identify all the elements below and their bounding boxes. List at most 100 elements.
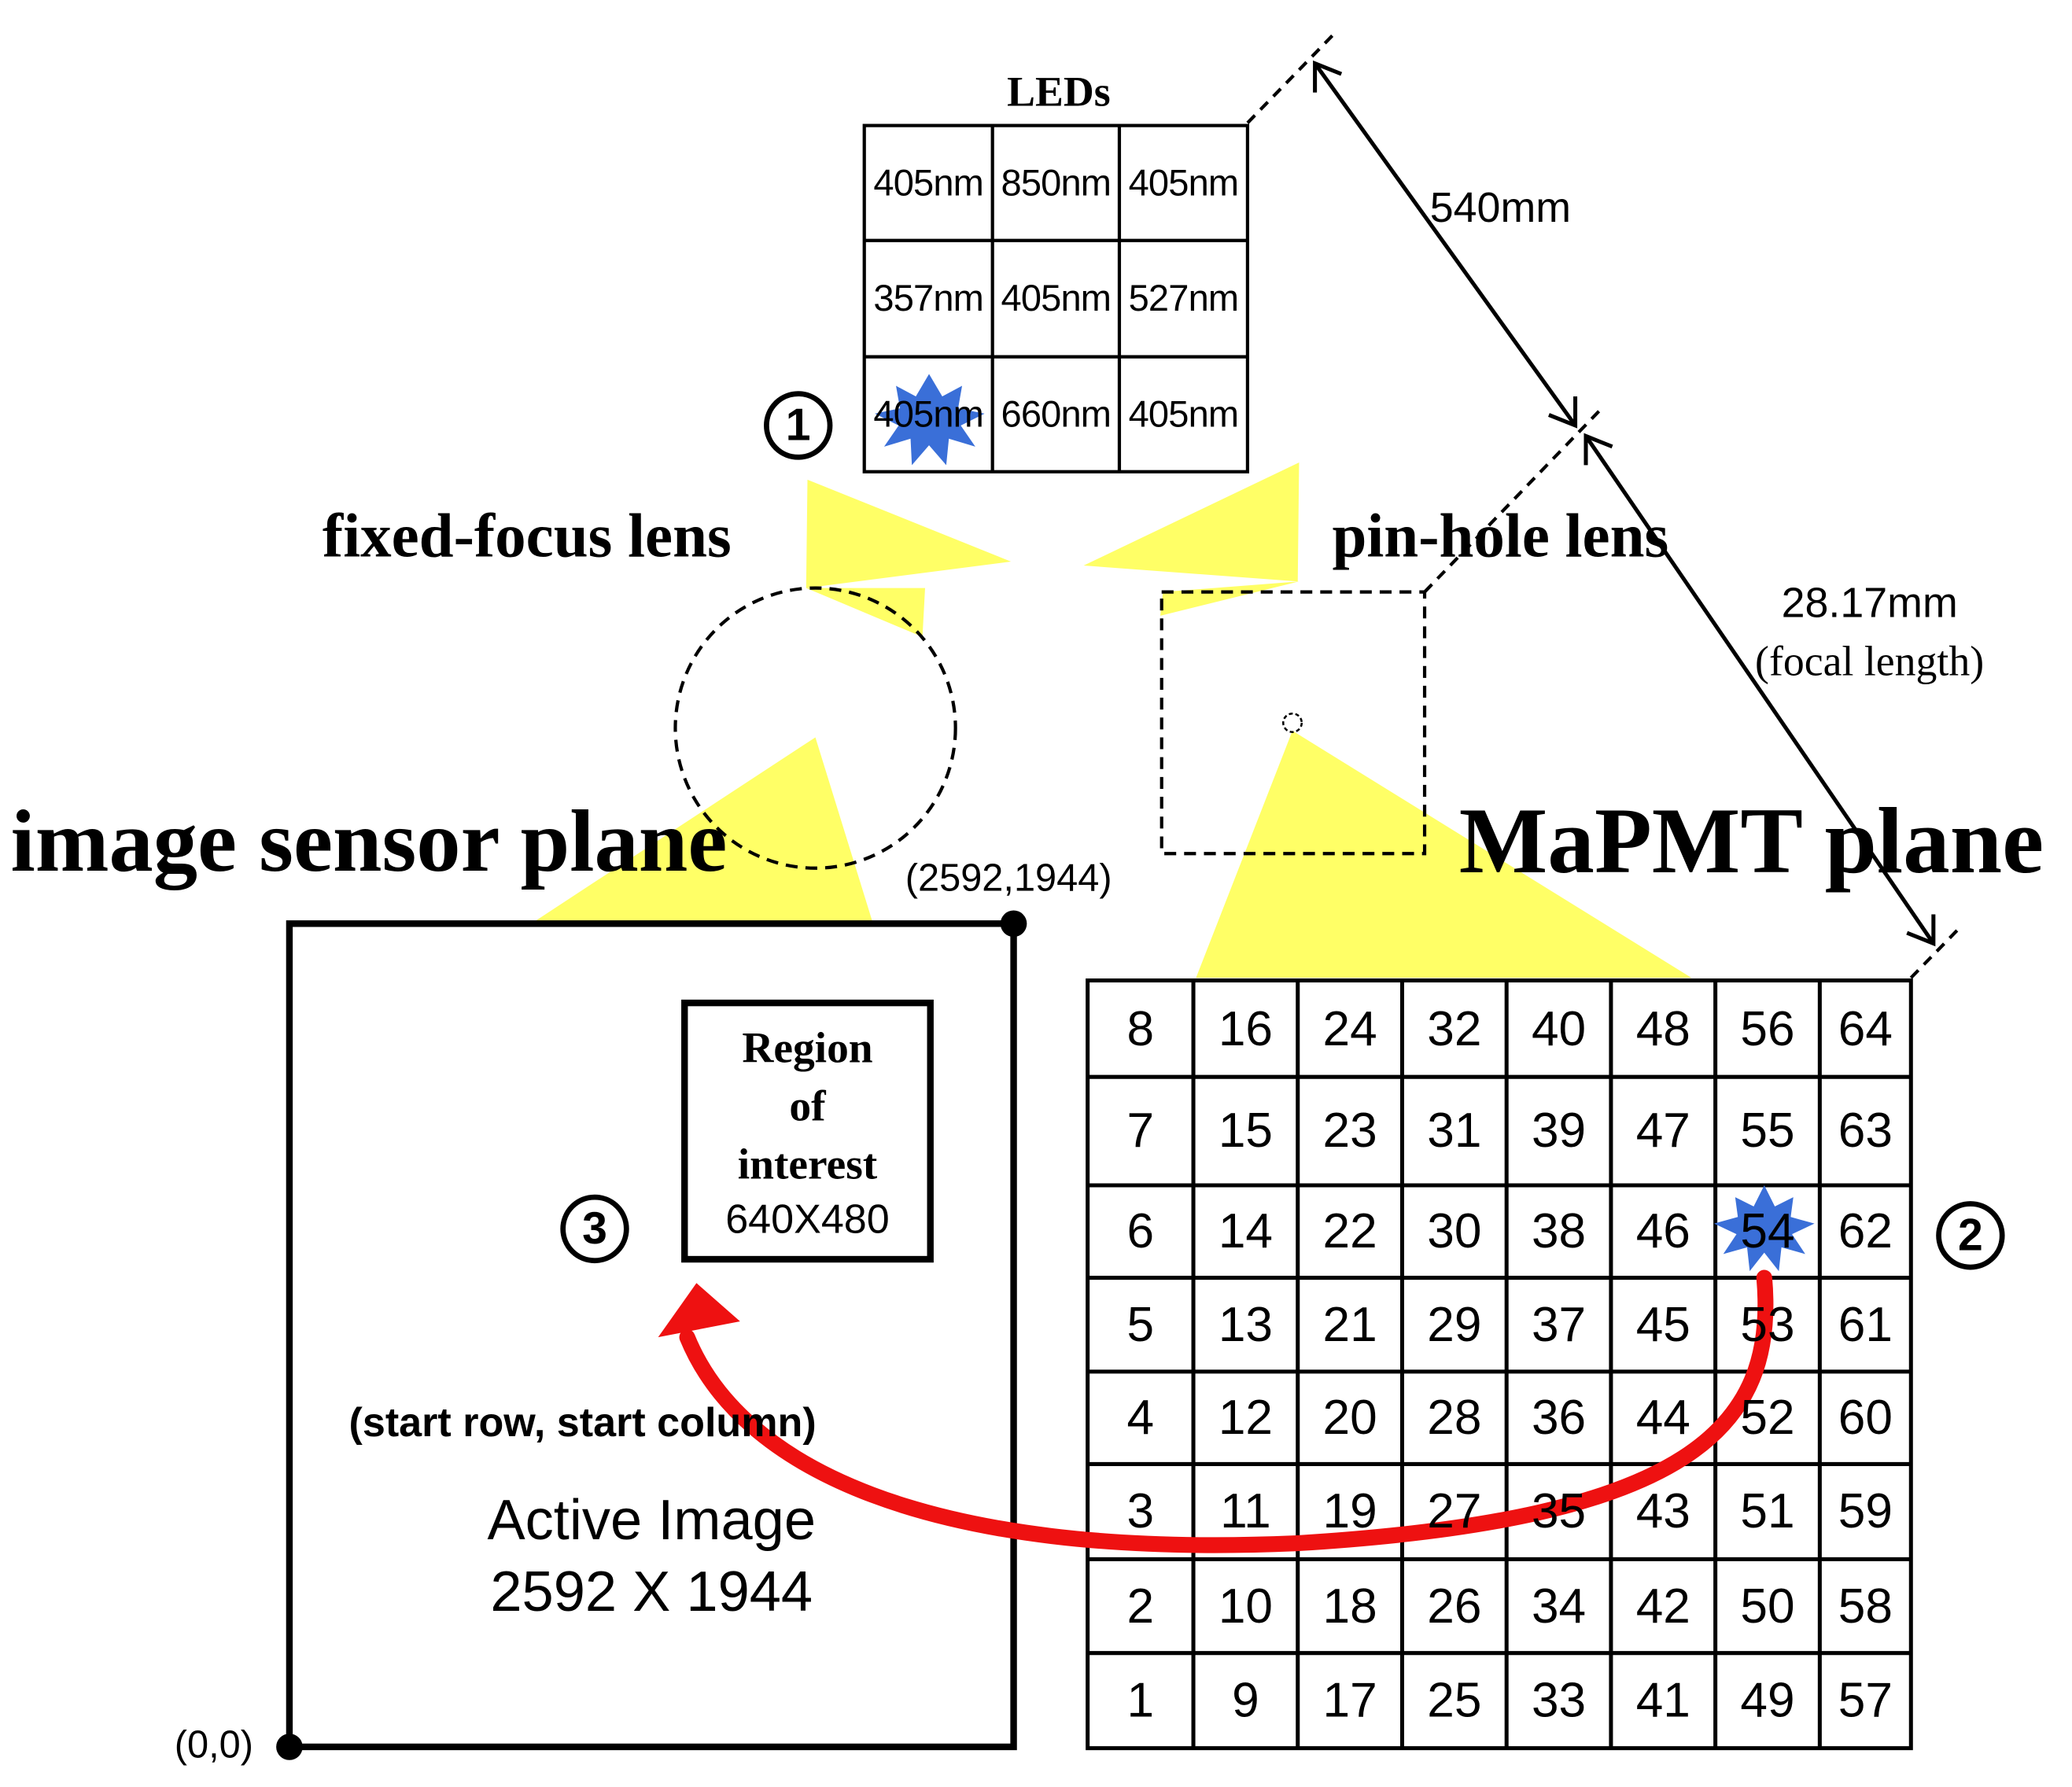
mapmt-pixel: 5 [1126, 1296, 1155, 1351]
mapmt-pixel: 39 [1531, 1103, 1587, 1158]
mapmt-pixel: 49 [1740, 1672, 1795, 1727]
mapmt-pixel: 13 [1218, 1296, 1273, 1351]
mapmt-pixel: 4 [1126, 1390, 1155, 1445]
mapmt-pixel: 50 [1740, 1578, 1795, 1633]
mapmt-pixel: 54 [1740, 1203, 1795, 1258]
mapmt-pixel: 38 [1531, 1203, 1587, 1258]
mapmt-pixel: 40 [1531, 1000, 1587, 1056]
mapmt-pixel: 26 [1427, 1578, 1482, 1633]
beam-led-to-fixed-lens [806, 479, 1012, 588]
mapmt-pixel: 9 [1232, 1672, 1259, 1727]
led-cell-flash: 405nm [873, 392, 984, 434]
mapmt-pixel: 63 [1838, 1103, 1893, 1158]
mapmt-pixel: 1 [1126, 1672, 1155, 1727]
mapmt-pixel: 23 [1322, 1103, 1377, 1158]
mapmt-pixel: 31 [1427, 1103, 1482, 1158]
mapmt-pixel: 57 [1838, 1672, 1893, 1727]
mapmt-pixel: 32 [1427, 1000, 1482, 1056]
mapmt-pixel: 25 [1427, 1672, 1482, 1727]
pinhole-lens-label: pin-hole lens [1332, 502, 1669, 571]
roi-title-line1: Region [742, 1025, 873, 1074]
mapmt-pixel: 19 [1322, 1483, 1377, 1538]
mapmt-grid-lines [1086, 978, 1913, 1751]
mapmt-pixel: 8 [1126, 1000, 1155, 1056]
focal-length-caption: (focal length) [1755, 636, 1985, 685]
beam-led-to-pinhole [1083, 462, 1300, 582]
beam-pinhole-lower [1160, 581, 1300, 616]
coordinate-top-right: (2592,1944) [905, 857, 1112, 901]
mapmt-pixel: 6 [1126, 1203, 1155, 1258]
active-image-label: Active Image [487, 1489, 817, 1553]
fixed-focus-lens-label: fixed-focus lens [322, 502, 732, 571]
extension-line-leds [1246, 29, 1339, 124]
image-sensor-frame [286, 920, 1017, 1751]
mapmt-pixel: 2 [1126, 1578, 1155, 1633]
extension-line-pinhole [1423, 405, 1605, 594]
mapmt-pixel: 33 [1531, 1672, 1587, 1727]
mapmt-pixel: 52 [1740, 1390, 1795, 1445]
mapmt-pixel: 59 [1838, 1483, 1893, 1538]
corner-dot-origin [276, 1734, 303, 1760]
mapmt-pixel: 61 [1838, 1296, 1893, 1351]
mapmt-pixel: 7 [1126, 1103, 1155, 1158]
image-sensor-plane-label: image sensor plane [10, 792, 728, 891]
mapmt-pixel: 22 [1322, 1203, 1377, 1258]
mapmt-plane-label: MaPMT plane [1458, 790, 2044, 894]
led-cell: 357nm [873, 277, 984, 319]
dimension-focal-length [1583, 433, 1936, 947]
mapmt-pixel: 45 [1635, 1296, 1690, 1351]
mapmt-pixel: 14 [1218, 1203, 1273, 1258]
led-cell: 660nm [1001, 392, 1112, 434]
corner-dot-top-right [1000, 910, 1027, 938]
roi-box [681, 999, 934, 1263]
mapmt-pixel: 29 [1427, 1296, 1482, 1351]
mapmt-pixel: 3 [1126, 1483, 1155, 1538]
mapmt-pixel: 47 [1635, 1103, 1690, 1158]
roi-size: 640X480 [725, 1196, 890, 1243]
mapmt-pixel: 20 [1322, 1390, 1377, 1445]
mapmt-pixel: 28 [1427, 1390, 1482, 1445]
flash-star-led [875, 374, 985, 466]
mapmt-pixel: 17 [1322, 1672, 1377, 1727]
led-cell: 405nm [1128, 161, 1239, 203]
mapmt-pixel: 21 [1322, 1296, 1377, 1351]
mapmt-pixel: 36 [1531, 1390, 1587, 1445]
mapping-arrow-head [658, 1283, 740, 1338]
mapmt-pixel: 42 [1635, 1578, 1690, 1633]
mapmt-pixel: 15 [1218, 1103, 1273, 1158]
beam-to-image-sensor [535, 737, 872, 921]
leds-title: LEDs [1007, 67, 1111, 116]
start-position-label: (start row, start column) [348, 1399, 817, 1446]
mapmt-pixel: 46 [1635, 1203, 1690, 1258]
mapmt-pixel: 55 [1740, 1103, 1795, 1158]
led-cell: 527nm [1128, 277, 1239, 319]
mapmt-pixel: 58 [1838, 1578, 1893, 1633]
mapmt-pixel: 27 [1427, 1483, 1482, 1538]
extension-line-mapmt [1909, 927, 1960, 979]
led-cell: 405nm [1001, 277, 1112, 319]
roi-title-line3: interest [737, 1141, 878, 1189]
led-grid-lines [862, 123, 1250, 473]
dimension-540mm [1313, 60, 1578, 429]
mapmt-pixel: 18 [1322, 1578, 1377, 1633]
mapmt-pixel: 44 [1635, 1390, 1690, 1445]
pinhole-lens-outline [1160, 590, 1427, 856]
mapping-arrow-shaft [679, 1269, 1774, 1553]
mapmt-pixel: 64 [1838, 1000, 1893, 1056]
beam-to-mapmt [1196, 731, 1692, 978]
mapmt-pixel: 53 [1740, 1296, 1795, 1351]
distance-540mm-label: 540mm [1429, 183, 1572, 231]
mapmt-pixel: 60 [1838, 1390, 1893, 1445]
led-cell: 850nm [1001, 161, 1112, 203]
focal-length-value: 28.17mm [1781, 578, 1958, 627]
marker-1: 1 [764, 391, 833, 460]
mapmt-pixel: 34 [1531, 1578, 1587, 1633]
led-cell: 405nm [1128, 392, 1239, 434]
flash-star-pixel-54 [1713, 1185, 1815, 1272]
mapmt-pixel: 16 [1218, 1000, 1273, 1056]
mapmt-pixel: 24 [1322, 1000, 1377, 1056]
beam-fixed-lens-lower [806, 588, 925, 637]
pinhole [1282, 712, 1303, 733]
